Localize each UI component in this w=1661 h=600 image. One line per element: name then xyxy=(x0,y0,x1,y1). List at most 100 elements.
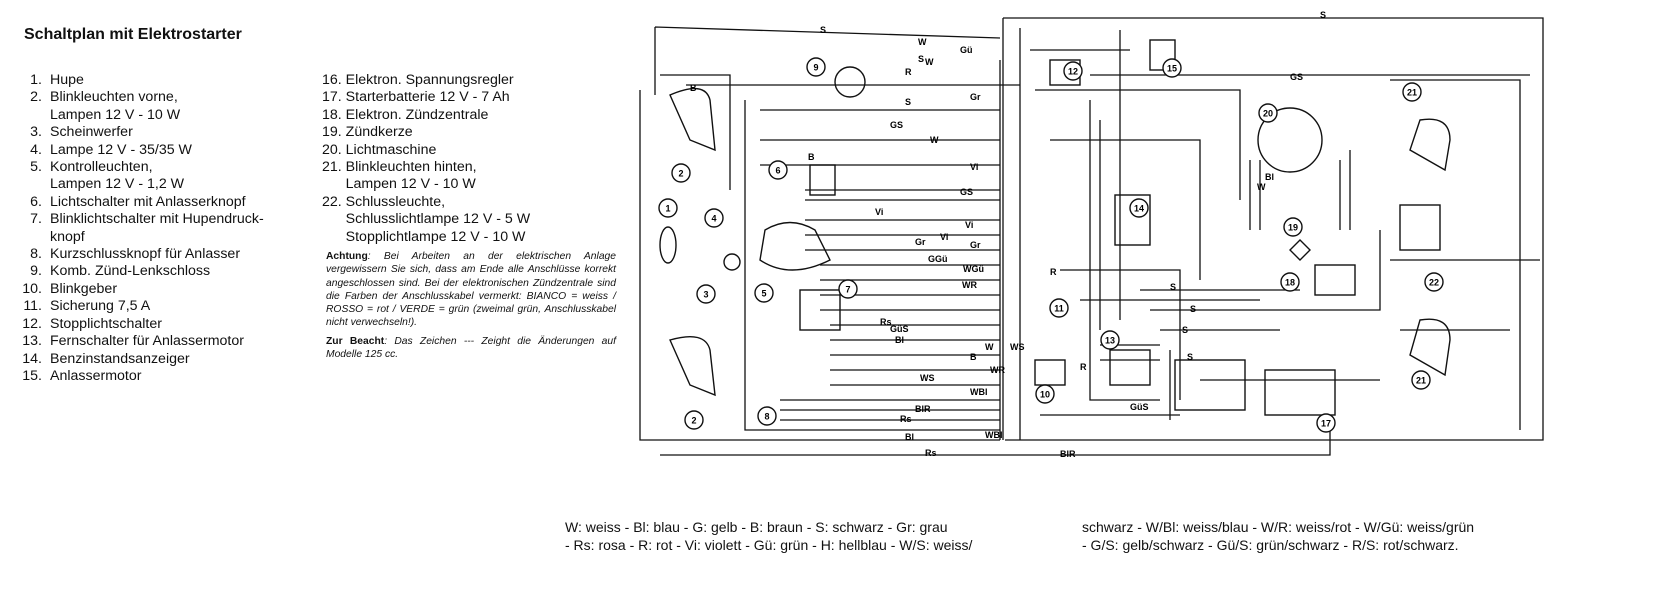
wire-label: B xyxy=(690,83,697,93)
callout-number: 11 xyxy=(1054,304,1064,314)
indicator-switch xyxy=(799,289,841,331)
component-item: 20. Lichtmaschine xyxy=(322,141,437,158)
component-number: 7. xyxy=(30,211,42,228)
callout-number: 12 xyxy=(1068,67,1078,77)
callout-circle xyxy=(1424,272,1444,292)
wire-label: W xyxy=(918,37,927,47)
callout-number: 14 xyxy=(1134,204,1144,214)
tail-light xyxy=(1399,204,1441,251)
color-legend-right: schwarz - W/Bl: weiss/blau - W/R: weiss/… xyxy=(1082,518,1474,554)
component-number: 1. xyxy=(30,72,42,88)
component-item: 15.Anlassermotor xyxy=(20,368,264,385)
component-item: Lampen 12 V - 1,2 W xyxy=(20,176,264,193)
wire-label: WS xyxy=(1010,342,1025,352)
callout-circle xyxy=(696,284,716,304)
battery xyxy=(1264,369,1336,416)
callout-circle xyxy=(757,406,777,426)
component-item: 3. Scheinwerfer xyxy=(20,124,264,141)
wire-label: Rs xyxy=(925,448,937,458)
callout-number: 15 xyxy=(1167,64,1177,74)
callout-circle xyxy=(754,283,774,303)
component-item: 9. Komb. Zünd-Lenkschloss xyxy=(20,263,264,280)
legend-line: - G/S: gelb/schwarz - Gü/S: grün/schwarz… xyxy=(1082,537,1459,553)
callout-circle xyxy=(658,198,678,218)
callout-circle xyxy=(1035,384,1055,404)
callout-number: 20 xyxy=(1263,109,1273,119)
component-text: Komb. Zünd-Lenkschloss xyxy=(50,263,211,280)
component-text: Scheinwerfer xyxy=(50,124,133,141)
component-number: 3. xyxy=(30,124,42,141)
callout-circle xyxy=(1129,198,1149,218)
voltage-regulator xyxy=(1314,264,1356,296)
legend-line: schwarz - W/Bl: weiss/blau - W/R: weiss/… xyxy=(1082,519,1475,535)
wire-label: Bl xyxy=(895,335,904,345)
wire-label: R xyxy=(905,67,912,77)
wire xyxy=(1089,100,1160,401)
wire xyxy=(760,109,1000,166)
light-switch xyxy=(809,164,836,196)
callout-number: 21 xyxy=(1416,376,1426,386)
callout-number: 19 xyxy=(1288,223,1298,233)
component-text: Kurzschlussknopf für Anlasser xyxy=(50,246,241,263)
component-text: knopf xyxy=(50,228,85,245)
component-text: Lampen 12 V - 1,2 W xyxy=(50,176,185,193)
component-item: 21. Blinkleuchten hinten, xyxy=(322,159,477,176)
component-number: 15. xyxy=(22,367,42,384)
callout-circle xyxy=(1162,58,1182,78)
fuel-gauge-sender xyxy=(1114,194,1151,246)
callout-number: 2 xyxy=(678,169,683,179)
note: Achtung: Bei Arbeiten an der elektrische… xyxy=(326,250,616,366)
component-number: 4. xyxy=(30,141,42,158)
wire-label: WBl xyxy=(970,387,988,397)
callout-circle xyxy=(1049,298,1069,318)
component-text: Lampe 12 V - 35/35 W xyxy=(50,141,192,158)
headlight-lamp xyxy=(723,253,741,271)
callout-circle xyxy=(704,208,724,228)
horn xyxy=(659,226,677,264)
component-number: 6. xyxy=(30,193,42,210)
callout-number: 4 xyxy=(711,214,716,224)
wire-label: WR xyxy=(962,280,977,290)
wire-label: Vi xyxy=(875,207,883,217)
component-item: 6.Lichtschalter mit Anlasserknopf xyxy=(20,194,264,211)
wire-label: S xyxy=(1182,325,1188,335)
wire-label: S xyxy=(1190,304,1196,314)
generator xyxy=(1257,107,1323,173)
component-item: 16. Elektron. Spannungsregler xyxy=(322,72,514,88)
wire-label: WS xyxy=(920,373,935,383)
wire xyxy=(1035,89,1241,200)
callout-circle xyxy=(768,160,788,180)
callout-number: 18 xyxy=(1285,278,1295,288)
legend-line: - Rs: rosa - R: rot - Vi: violett - Gü: … xyxy=(565,537,973,553)
component-item: 4. Lampe 12 V - 35/35 W xyxy=(20,142,264,159)
callout-number: 7 xyxy=(845,285,850,295)
component-item: Lampen 12 V - 10 W xyxy=(20,107,264,124)
component-number: 9. xyxy=(30,263,42,280)
wire-label: GS xyxy=(890,120,903,130)
achtung-text: : Bei Arbeiten an der elektrischen Anlag… xyxy=(326,251,616,329)
wire-label: R xyxy=(1080,362,1087,372)
component-number: 5. xyxy=(30,159,42,176)
callout-circle xyxy=(806,57,826,77)
wire-label: Bl xyxy=(1265,172,1274,182)
indicator-light xyxy=(669,87,1451,397)
legend-line: W: weiss - Bl: blau - G: gelb - B: braun… xyxy=(565,519,948,535)
callout-circle xyxy=(1063,61,1083,81)
component-number: 12. xyxy=(22,315,42,332)
ignition-lock xyxy=(834,66,866,98)
component-text: Blinkgeber xyxy=(50,280,118,297)
component-item: Schlusslichtlampe 12 V - 5 W xyxy=(322,211,531,228)
callout-number: 5 xyxy=(761,289,766,299)
wire-label: GüS xyxy=(1130,402,1149,412)
component-number: 14. xyxy=(22,350,42,367)
component-item: Stopplichtlampe 12 V - 10 W xyxy=(322,228,526,245)
wire xyxy=(744,100,1000,431)
starter-relay xyxy=(1109,349,1151,386)
component-number: 10. xyxy=(22,280,42,297)
wire-label: BlR xyxy=(915,404,931,414)
component-text: Fernschalter für Anlassermotor xyxy=(50,333,244,350)
component-item: 1.Hupe xyxy=(20,72,264,89)
color-legend-left: W: weiss - Bl: blau - G: gelb - B: braun… xyxy=(565,518,972,554)
component-item: 11.Sicherung 7,5 A xyxy=(20,298,264,315)
wire-label: S xyxy=(918,54,924,64)
